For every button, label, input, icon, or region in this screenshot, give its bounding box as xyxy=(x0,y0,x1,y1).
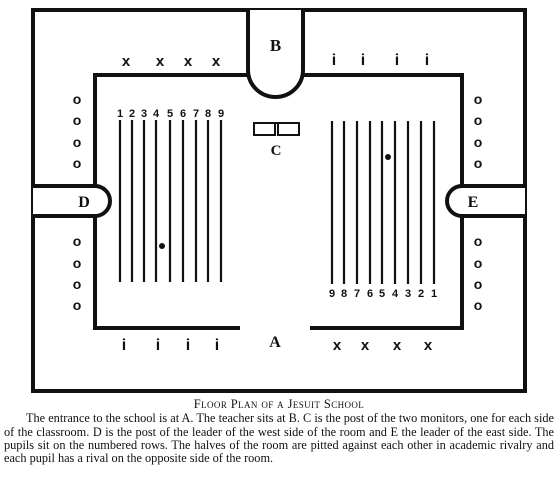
row-number: 7 xyxy=(354,288,360,300)
row-number: 3 xyxy=(405,288,411,300)
o-mark: o xyxy=(474,155,483,171)
x-mark: x xyxy=(393,337,402,354)
caption-title: Floor Plan of a Jesuit School xyxy=(193,397,365,411)
row-number: 1 xyxy=(117,108,123,120)
row-number: 9 xyxy=(218,108,224,120)
east-row-numbers: 9 8 7 6 5 4 3 2 1 xyxy=(329,288,437,300)
row-number: 4 xyxy=(392,288,399,300)
row-number: 3 xyxy=(141,108,147,120)
o-mark: o xyxy=(73,255,82,271)
o-mark: o xyxy=(73,91,82,107)
bottom-left-i-marks: i i i i xyxy=(122,337,219,354)
row-number: 2 xyxy=(129,108,135,120)
row-number: 6 xyxy=(180,108,186,120)
floor-plan-diagram: B D E A C x x x x i i i i i i i i x x x … xyxy=(31,8,527,393)
teacher-label: B xyxy=(270,36,281,55)
i-mark: i xyxy=(186,337,190,354)
x-mark: x xyxy=(184,53,193,70)
x-mark: x xyxy=(156,53,165,70)
east-leader-label: E xyxy=(468,194,479,211)
west-wall-o-marks: o o o o o o o o xyxy=(73,91,82,313)
east-leader-alcove xyxy=(445,184,525,218)
figure-caption: Floor Plan of a Jesuit School The entran… xyxy=(4,397,554,466)
pupil-dot xyxy=(385,154,391,160)
i-mark: i xyxy=(215,337,219,354)
row-number: 8 xyxy=(341,288,347,300)
o-mark: o xyxy=(73,155,82,171)
west-leader-label: D xyxy=(78,194,90,211)
o-mark: o xyxy=(474,297,483,313)
i-mark: i xyxy=(425,52,429,69)
row-number: 9 xyxy=(329,288,335,300)
inner-wall xyxy=(93,73,464,330)
bottom-right-x-marks: x x x x xyxy=(333,337,433,354)
row-number: 8 xyxy=(205,108,211,120)
monitors-label: C xyxy=(271,143,282,159)
i-mark: i xyxy=(395,52,399,69)
o-mark: o xyxy=(474,134,483,150)
i-mark: i xyxy=(122,337,126,354)
x-mark: x xyxy=(212,53,221,70)
o-mark: o xyxy=(73,233,82,249)
o-mark: o xyxy=(73,276,82,292)
caption-text: The entrance to the school is at A. The … xyxy=(4,411,554,466)
row-number: 5 xyxy=(167,108,173,120)
x-mark: x xyxy=(361,337,370,354)
x-mark: x xyxy=(333,337,342,354)
row-number: 5 xyxy=(379,288,385,300)
o-mark: o xyxy=(474,276,483,292)
pupil-dot xyxy=(159,243,165,249)
o-mark: o xyxy=(73,134,82,150)
o-mark: o xyxy=(73,297,82,313)
east-wall-o-marks: o o o o o o o o xyxy=(474,91,483,313)
i-mark: i xyxy=(332,52,336,69)
o-mark: o xyxy=(474,112,483,128)
monitors-desk xyxy=(253,122,300,136)
row-number: 7 xyxy=(193,108,199,120)
top-left-x-marks: x x x x xyxy=(122,53,221,70)
row-number: 1 xyxy=(431,288,437,300)
x-mark: x xyxy=(424,337,433,354)
row-number: 6 xyxy=(367,288,373,300)
entrance-label: A xyxy=(269,334,281,351)
x-mark: x xyxy=(122,53,131,70)
o-mark: o xyxy=(474,255,483,271)
teacher-alcove xyxy=(246,10,305,99)
o-mark: o xyxy=(73,112,82,128)
east-pupil-rows xyxy=(330,121,436,284)
west-pupil-rows xyxy=(118,120,223,282)
west-leader-alcove xyxy=(33,184,112,218)
row-number: 2 xyxy=(418,288,424,300)
o-mark: o xyxy=(474,233,483,249)
o-mark: o xyxy=(474,91,483,107)
top-right-i-marks: i i i i xyxy=(332,52,429,69)
row-number: 4 xyxy=(153,108,160,120)
i-mark: i xyxy=(156,337,160,354)
i-mark: i xyxy=(361,52,365,69)
west-row-numbers: 1 2 3 4 5 6 7 8 9 xyxy=(117,108,224,120)
